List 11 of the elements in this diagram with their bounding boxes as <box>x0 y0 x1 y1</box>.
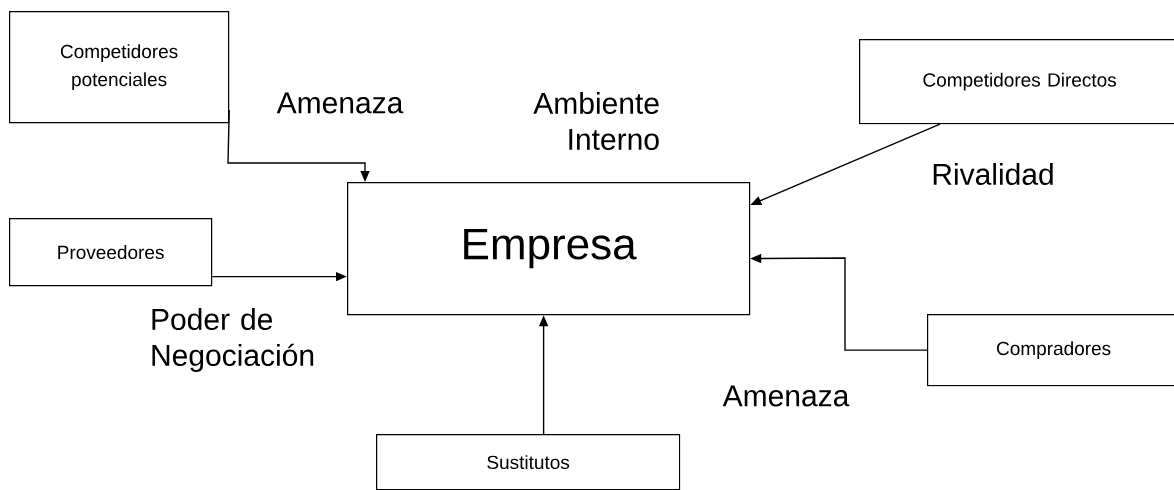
force-box: Sustitutos <box>376 434 681 490</box>
force-box: Competidores Directos <box>859 39 1174 125</box>
force-label: Ambiente Interno <box>533 92 659 150</box>
force-label: Amenaza <box>722 385 850 407</box>
force-label: Poder de Negociación <box>152 308 314 372</box>
force-box: Proveedores <box>9 218 213 287</box>
force-box: Compradores <box>927 314 1174 387</box>
company-box: Empresa <box>347 182 751 316</box>
force-label: Rivalidad <box>933 163 1053 185</box>
force-box: Competidores potenciales <box>9 11 230 124</box>
force-label: Amenaza <box>276 92 404 114</box>
